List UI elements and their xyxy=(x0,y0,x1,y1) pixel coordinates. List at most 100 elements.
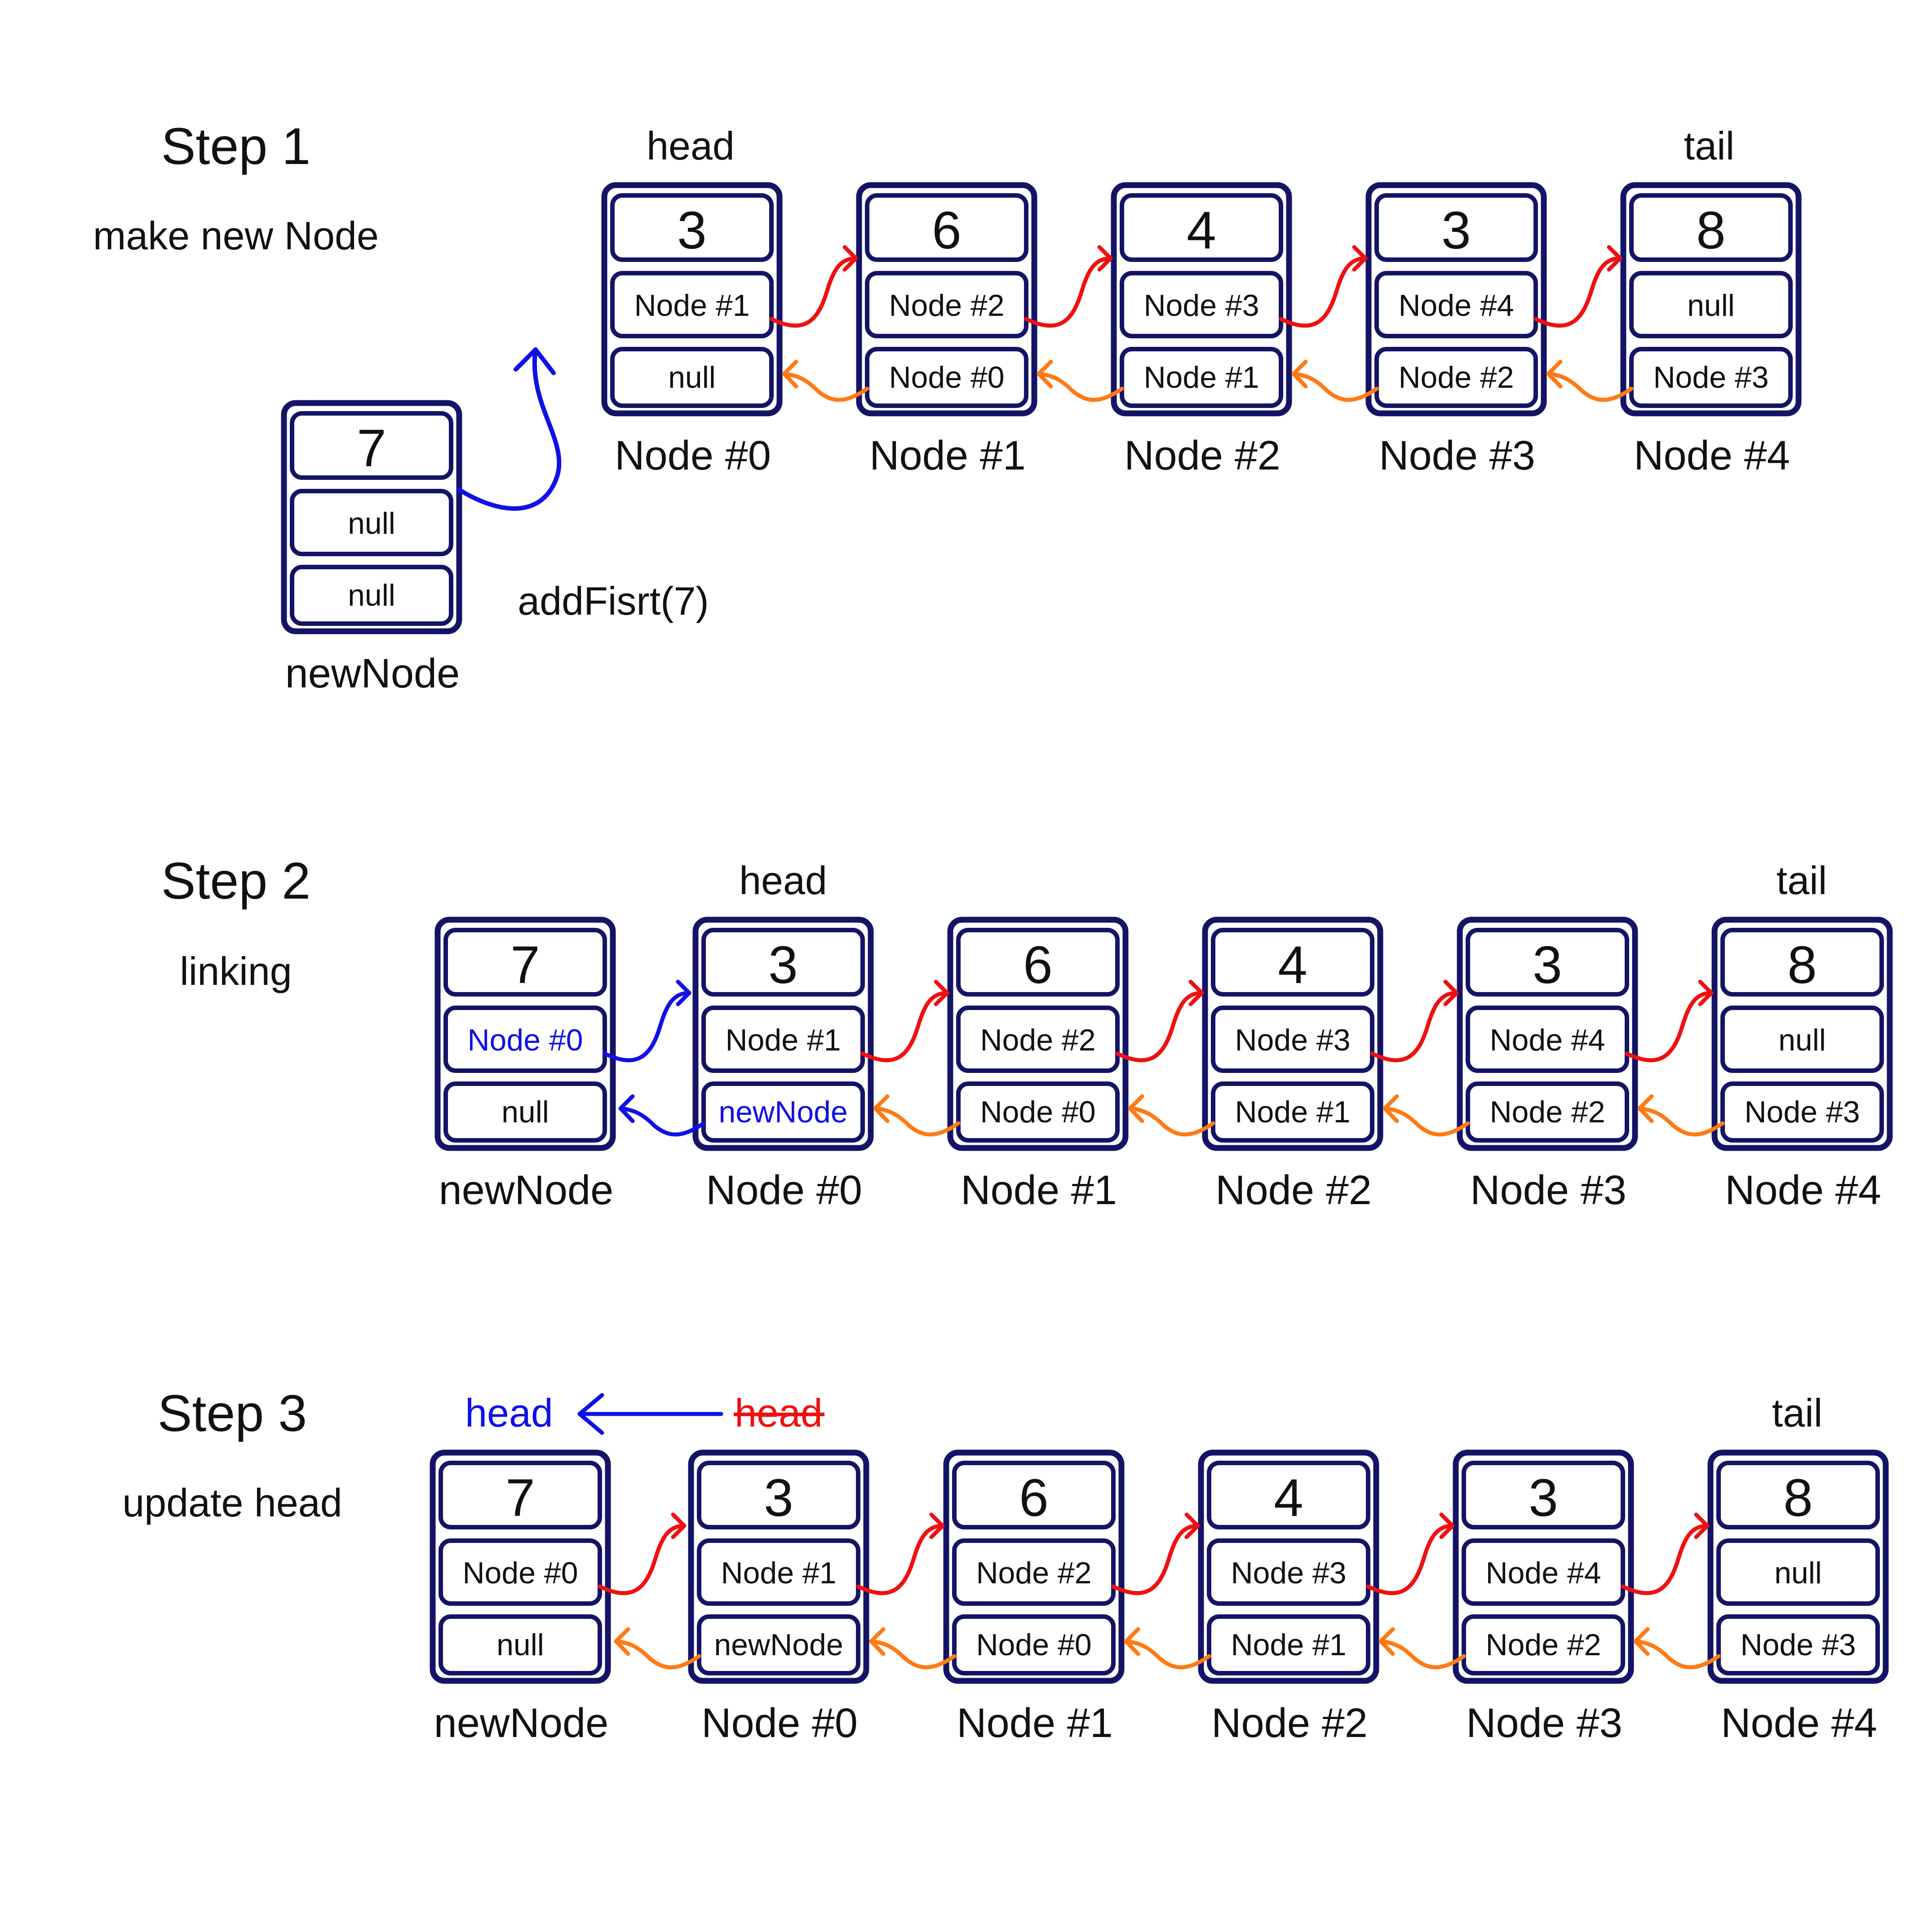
node-next: Node #2 xyxy=(889,288,1004,323)
node-prev: null xyxy=(496,1628,544,1662)
prev-cell xyxy=(1207,1614,1370,1675)
list-node-2: 4 Node #3 Node #1 Node #2 xyxy=(1198,1449,1379,1746)
list-node-4: 8 null Node #3 Node #4 xyxy=(1620,182,1802,479)
next-cell xyxy=(1462,1538,1625,1606)
tail-pointer-label: tail xyxy=(1772,1391,1823,1435)
step-1: Step 1 make new Node head tail 7 null nu… xyxy=(93,118,1802,696)
prev-arrowhead xyxy=(1546,359,1563,389)
node-value: 7 xyxy=(357,419,386,478)
list-node-1: 6 Node #2 Node #0 Node #1 xyxy=(947,917,1129,1213)
next-cell xyxy=(1120,271,1283,338)
prev-cell xyxy=(952,1614,1116,1675)
value-cell xyxy=(1207,1461,1370,1529)
next-cell xyxy=(865,271,1028,338)
prev-cell xyxy=(701,1081,865,1143)
step-subtitle: update head xyxy=(122,1480,342,1525)
next-arrow xyxy=(856,1524,945,1595)
node-next: Node #1 xyxy=(634,288,749,323)
next-arrowhead xyxy=(1694,1512,1710,1539)
step-2: Step 2 linking head tail 7 Node #0 null … xyxy=(161,852,1893,1213)
new-node: 7 Node #0 null newNode xyxy=(434,917,616,1213)
node-next: Node #3 xyxy=(1235,1023,1350,1057)
node-next: Node #3 xyxy=(1231,1556,1346,1590)
next-arrow xyxy=(1115,991,1204,1063)
prev-cell xyxy=(697,1614,860,1675)
prev-cell xyxy=(1462,1614,1625,1675)
value-cell xyxy=(1720,928,1884,997)
next-arrowhead xyxy=(1184,1512,1200,1539)
prev-cell xyxy=(1120,347,1283,408)
prev-arrowhead xyxy=(1037,359,1053,389)
node-next: Node #3 xyxy=(1143,288,1259,323)
node-value: 8 xyxy=(1783,1468,1813,1528)
value-cell xyxy=(1466,928,1629,997)
list-node-0: 3 Node #1 null Node #0 xyxy=(601,182,783,479)
next-cell xyxy=(1629,271,1793,338)
node-prev: Node #0 xyxy=(976,1628,1091,1662)
node-value: 7 xyxy=(510,935,540,995)
node-prev: null xyxy=(668,360,716,394)
value-cell xyxy=(952,1461,1116,1529)
node-prev: null xyxy=(348,578,395,612)
value-cell xyxy=(697,1461,860,1529)
prev-arrow xyxy=(1546,372,1634,402)
new-node: 7 Node #0 null newNode xyxy=(430,1449,611,1746)
value-cell xyxy=(610,193,774,262)
next-arrow xyxy=(1111,1524,1200,1595)
prev-arrowhead xyxy=(614,1627,630,1656)
node-label: Node #1 xyxy=(869,433,1026,479)
value-cell xyxy=(1629,193,1793,262)
node-value: 4 xyxy=(1274,1468,1303,1528)
next-arrowhead xyxy=(1188,979,1204,1006)
prev-arrow xyxy=(869,1639,957,1670)
node-label: newNode xyxy=(439,1167,614,1213)
prev-arrowhead xyxy=(1637,1094,1654,1123)
step-title: Step 3 xyxy=(158,1385,307,1442)
prev-cell xyxy=(1374,347,1538,408)
value-cell xyxy=(1120,193,1283,262)
node-label: Node #1 xyxy=(961,1167,1117,1213)
node-next: Node #4 xyxy=(1485,1556,1601,1590)
node-prev: Node #3 xyxy=(1653,360,1768,394)
next-arrowhead xyxy=(1439,1512,1455,1539)
node-label: newNode xyxy=(434,1700,609,1746)
node-value: 4 xyxy=(1278,935,1307,995)
next-arrowhead xyxy=(1698,979,1714,1006)
link-next-arrow xyxy=(603,991,691,1063)
next-arrowhead xyxy=(929,1512,945,1539)
value-cell xyxy=(290,411,453,480)
node-prev: null xyxy=(501,1095,549,1129)
node-value: 3 xyxy=(1533,935,1562,995)
list-node-0: 3 Node #1 newNode Node #0 xyxy=(692,917,874,1213)
next-cell xyxy=(1466,1006,1629,1073)
prev-arrowhead xyxy=(1383,1094,1399,1123)
node-value: 6 xyxy=(1019,1468,1049,1528)
prev-cell xyxy=(290,565,453,626)
new-node: 7 null null newNode xyxy=(281,400,462,696)
node-label: Node #3 xyxy=(1379,433,1535,479)
prev-cell xyxy=(865,347,1028,408)
next-cell xyxy=(443,1006,607,1073)
list-node-3: 3 Node #4 Node #2 Node #3 xyxy=(1457,917,1638,1213)
prev-arrow xyxy=(1291,372,1379,402)
node-prev: Node #1 xyxy=(1231,1628,1346,1662)
node-label: Node #2 xyxy=(1211,1700,1368,1746)
prev-arrow xyxy=(873,1106,961,1137)
next-cell xyxy=(1716,1538,1880,1606)
node-prev: Node #2 xyxy=(1398,360,1514,394)
prev-arrow xyxy=(1633,1639,1721,1670)
node-prev: newNode xyxy=(714,1628,843,1662)
prev-arrowhead xyxy=(869,1627,886,1656)
prev-arrowhead xyxy=(873,1094,890,1123)
prev-cell xyxy=(610,347,774,408)
prev-cell xyxy=(1211,1081,1374,1143)
prev-arrowhead xyxy=(1124,1627,1140,1656)
next-arrow xyxy=(1370,991,1459,1063)
value-cell xyxy=(956,928,1120,997)
node-next: Node #4 xyxy=(1398,288,1514,323)
node-prev: Node #1 xyxy=(1143,360,1259,394)
prev-arrowhead xyxy=(1633,1627,1650,1656)
node-prev: Node #3 xyxy=(1744,1095,1860,1129)
list-node-2: 4 Node #3 Node #1 Node #2 xyxy=(1202,917,1383,1213)
